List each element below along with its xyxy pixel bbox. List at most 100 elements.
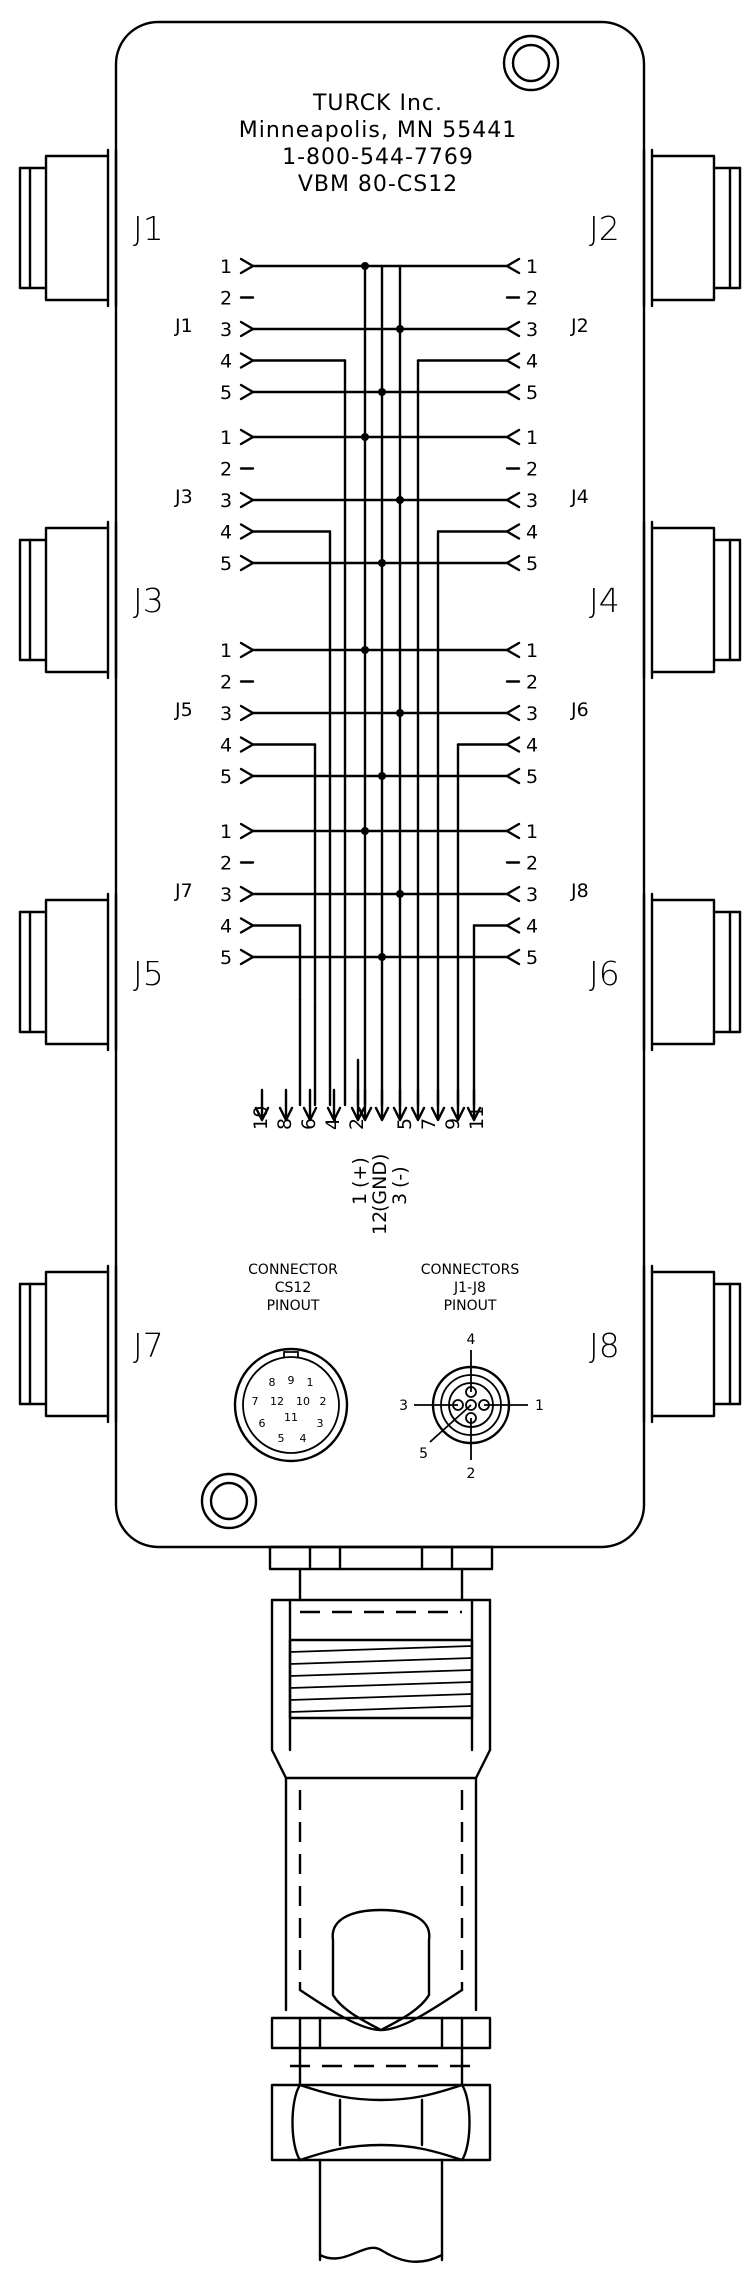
output-label-5: 5 [394, 1118, 416, 1130]
cs12-inner-ring-icon [242, 1356, 340, 1454]
j-contact-5-icon [465, 1399, 477, 1411]
group-label-j5: J5 [174, 699, 193, 721]
cs12-pin-1: 1 [307, 1376, 314, 1389]
port-labels: J1 J2 J3 J4 J5 J6 J7 J8 [133, 209, 620, 1365]
manufacturer-header: TURCK Inc. Minneapolis, MN 55441 1-800-5… [239, 91, 517, 197]
j-connector-pinout: CONNECTORS J1-J8 PINOUT 4 1 2 3 5 [399, 1262, 544, 1482]
schem-right-pin-2-2: 2 [526, 459, 538, 481]
port-label-j6: J6 [589, 954, 620, 993]
schem-right-pin-2-1: 1 [526, 427, 538, 449]
m12-connector-left-3-icon [18, 892, 118, 1052]
schem-left-pin-3-4: 4 [220, 735, 232, 757]
group-label-j2: J2 [570, 315, 589, 337]
j-pinout-title-1: CONNECTORS [421, 1262, 520, 1278]
j-pinout-title-3: PINOUT [444, 1298, 497, 1314]
lower-nut [270, 2016, 492, 2050]
group-label-j3: J3 [174, 486, 193, 508]
schem-right-pin-3-3: 3 [526, 703, 538, 725]
schem-left-pin-4-4: 4 [220, 916, 232, 938]
schem-left-pin-3-3: 3 [220, 703, 232, 725]
schem-left-pin-1-3: 3 [220, 319, 232, 341]
header-line-4: VBM 80-CS12 [298, 172, 458, 197]
j-pin-label-3: 3 [399, 1398, 408, 1414]
schem-right-pin-4-5: 5 [526, 947, 538, 969]
plug-dome [331, 1908, 431, 2032]
cs12-pin-11: 11 [284, 1411, 298, 1424]
schem-right-pin-2-4: 4 [526, 522, 538, 544]
schem-left-pin-3-2: 2 [220, 672, 232, 694]
output-label-7: 7 [418, 1118, 440, 1130]
cs12-pinout: CONNECTOR CS12 PINOUT 8 9 1 7 12 10 2 11… [233, 1262, 349, 1463]
port-label-j4: J4 [589, 581, 620, 620]
output-label-1: 1 [349, 1193, 371, 1205]
cs12-key-icon [283, 1351, 299, 1357]
group-label-j6: J6 [570, 699, 589, 721]
side-connectors [18, 148, 742, 1424]
m12-connector-left-1-icon [18, 148, 118, 308]
output-label-9: 9 [442, 1118, 464, 1130]
schem-left-pin-1-1: 1 [220, 256, 232, 278]
m12-connector-left-2-icon [18, 520, 118, 680]
schem-right-pin-1-2: 2 [526, 288, 538, 310]
schem-left-pin-1-5: 5 [220, 382, 232, 404]
schematic-group-labels: J1 J2 J3 J4 J5 J6 J7 J8 [174, 315, 589, 902]
port-label-j7: J7 [133, 1326, 164, 1365]
j-pinout-title-2: J1-J8 [453, 1280, 486, 1296]
schem-right-pin-2-5: 5 [526, 553, 538, 575]
group-label-j8: J8 [570, 880, 589, 902]
schem-left-pin-3-5: 5 [220, 766, 232, 788]
mounting-hole-top-icon [502, 34, 560, 92]
cs12-pin-10: 10 [296, 1395, 310, 1408]
schem-left-pin-4-2: 2 [220, 853, 232, 875]
schem-right-pin-3-4: 4 [526, 735, 538, 757]
schem-right-pin-1-4: 4 [526, 351, 538, 373]
hex-nut [270, 2083, 492, 2162]
thread-section [288, 1638, 474, 1720]
schem-left-pin-2-1: 1 [220, 427, 232, 449]
j-pin-label-2: 2 [467, 1466, 476, 1482]
schem-right-pin-4-1: 1 [526, 821, 538, 843]
cs12-pin-4: 4 [300, 1432, 307, 1445]
schem-left-pin-4-5: 5 [220, 947, 232, 969]
schem-left-pin-4-1: 1 [220, 821, 232, 843]
schem-right-pin-3-2: 2 [526, 672, 538, 694]
schem-left-pin-1-2: 2 [220, 288, 232, 310]
output-labels: 10 8 6 4 2 1 (+) 12 (GND) 3 (-) 5 7 9 11 [250, 1106, 488, 1235]
output-label-11: 11 [466, 1106, 488, 1130]
cable-assembly [268, 1545, 494, 2263]
schem-left-pin-2-3: 3 [220, 490, 232, 512]
cs12-pin-3: 3 [317, 1417, 324, 1430]
output-label-10: 10 [250, 1106, 272, 1130]
group-label-j4: J4 [570, 486, 589, 508]
schem-right-pin-3-5: 5 [526, 766, 538, 788]
schem-left-pin-4-3: 3 [220, 884, 232, 906]
cs12-pin-2: 2 [320, 1395, 327, 1408]
gland-nut [268, 1545, 494, 1571]
output-label-3: 3 [389, 1193, 411, 1205]
cs12-pin-8: 8 [269, 1376, 276, 1389]
m12-connector-right-4-icon [642, 1264, 742, 1424]
j-pin-label-5: 5 [419, 1446, 428, 1462]
schem-right-pin-4-3: 3 [526, 884, 538, 906]
header-line-3: 1-800-544-7769 [282, 145, 474, 170]
j-pin-label-4: 4 [467, 1332, 476, 1348]
schem-left-pin-3-1: 1 [220, 640, 232, 662]
m12-connector-right-2-icon [642, 520, 742, 680]
port-label-j3: J3 [133, 581, 164, 620]
m12-connector-left-4-icon [18, 1264, 118, 1424]
schematic-group-3: 1 1 2 2 3 3 4 4 5 5 [220, 640, 538, 1107]
port-label-j8: J8 [589, 1326, 620, 1365]
output-label-2: 2 [346, 1118, 368, 1130]
header-line-1: TURCK Inc. [312, 91, 443, 116]
output-label-6: 6 [298, 1118, 320, 1130]
cs12-outer-ring-icon [233, 1347, 349, 1463]
schem-left-pin-1-4: 4 [220, 351, 232, 373]
schem-right-pin-1-5: 5 [526, 382, 538, 404]
schem-left-pin-2-5: 5 [220, 553, 232, 575]
cs12-pin-6: 6 [259, 1417, 266, 1430]
schematic-group-1: 1 1 2 2 3 3 4 4 5 5 [220, 256, 538, 1107]
housing-body [114, 20, 646, 1549]
